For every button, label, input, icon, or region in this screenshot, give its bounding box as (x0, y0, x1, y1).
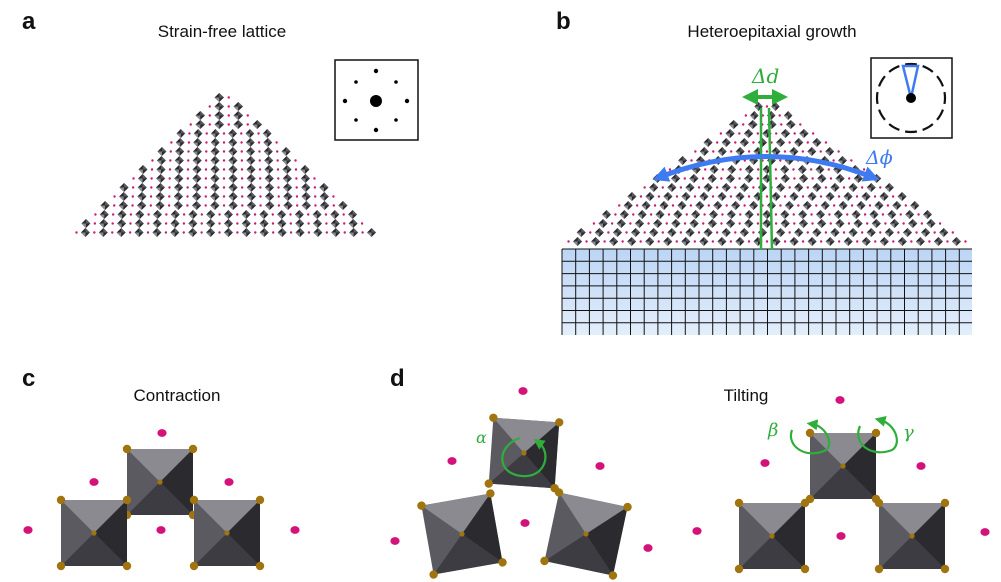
alpha-label: α (476, 428, 487, 447)
panel-a-title: Strain-free lattice (157, 22, 287, 41)
beta-rotation-arrow (789, 419, 831, 455)
panel-b-letter: b (556, 8, 571, 35)
diffraction-inset-a (334, 59, 419, 141)
diffraction-inset-b (870, 57, 953, 139)
alpha-rotation-arrow (501, 436, 547, 478)
delta-phi-label: Δϕ (866, 147, 893, 169)
tilting-diagram (390, 387, 990, 580)
panel-c-letter: c (22, 365, 36, 392)
panel-d-letter: d (390, 365, 405, 392)
beta-label: β (768, 420, 779, 441)
strained-lattice (567, 102, 967, 246)
panel-d-title: Tilting (723, 386, 769, 405)
panel-c-title: Contraction (133, 386, 221, 405)
gamma-label: γ (903, 422, 914, 443)
delta-d-marker (742, 89, 788, 251)
strain-free-lattice (75, 93, 376, 237)
contraction-diagram (23, 429, 300, 571)
delta-d-label: Δd (752, 64, 780, 88)
substrate-grid (561, 248, 972, 335)
delta-phi-arrow (652, 154, 880, 182)
panel-a-letter: a (22, 8, 36, 35)
gamma-rotation-arrow (857, 416, 898, 454)
panel-b-title: Heteroepitaxial growth (687, 22, 857, 41)
